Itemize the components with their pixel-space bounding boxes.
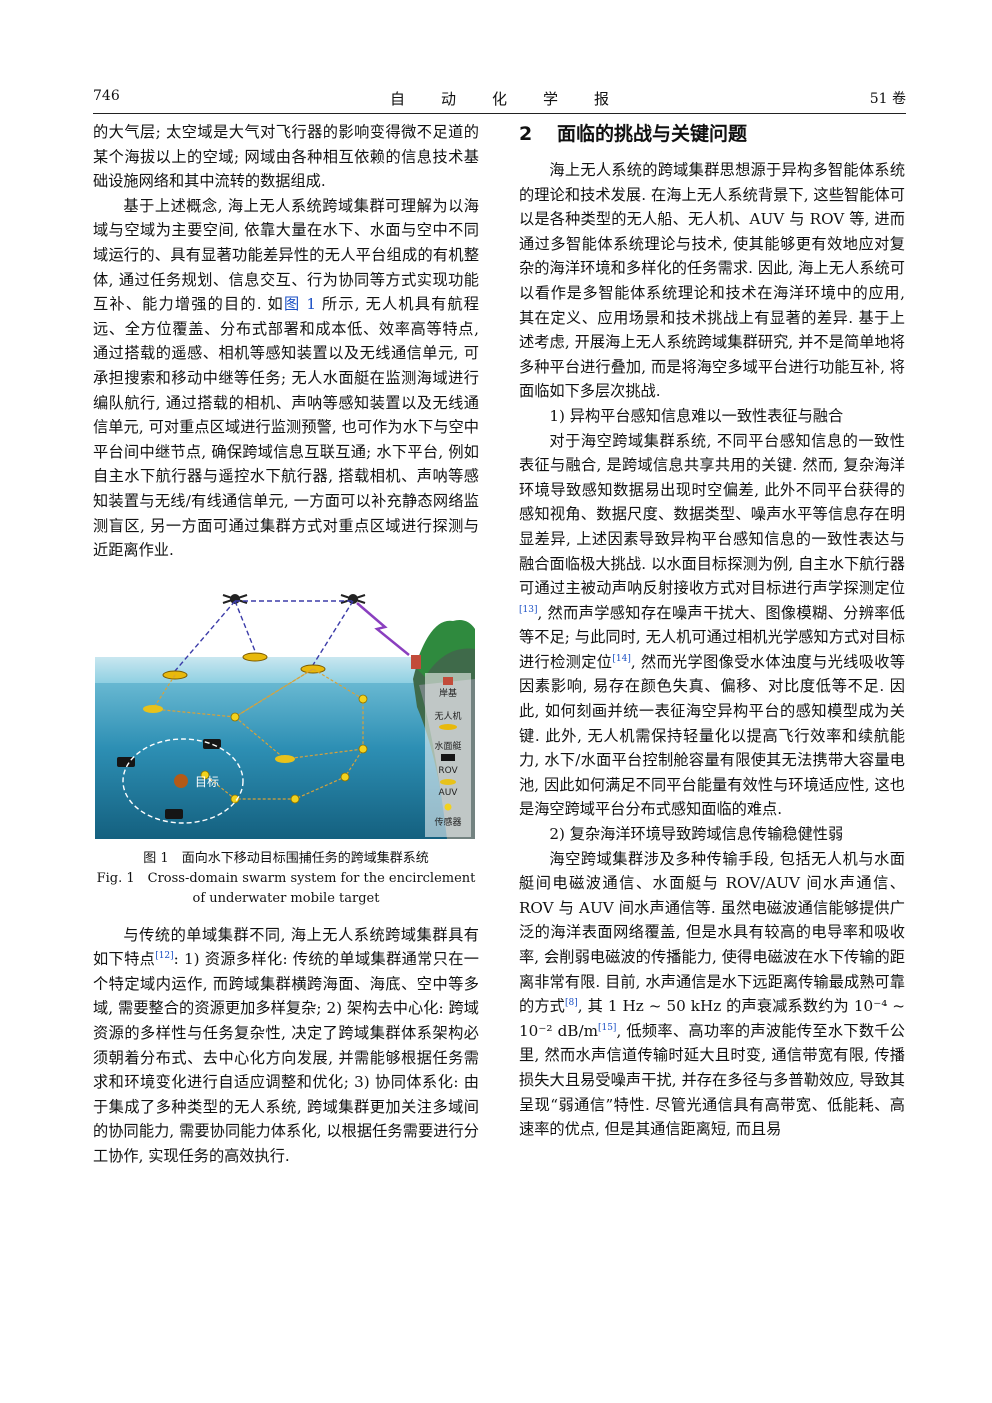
header-rule: [93, 113, 906, 114]
rov-icon: [203, 738, 221, 749]
legend-auv-icon: [440, 778, 456, 785]
underwater-network-links: [151, 667, 364, 800]
encirclement-circle: [122, 737, 244, 824]
caption-english: Fig. 1 Cross-domain swarm system for the…: [96, 870, 476, 906]
uav-icon: [340, 593, 366, 604]
legend-label: 无人机: [434, 710, 461, 722]
paragraph: 对于海空跨域集群系统, 不同平台感知信息的一致性表征与融合, 是跨域信息共享共用…: [519, 431, 906, 819]
section-title: 面临的挑战与关键问题: [557, 123, 748, 145]
paragraph: 的大气层; 太空域是大气对飞行器的影响变得微不足道的某个海拔以上的空域; 网域由…: [93, 123, 479, 191]
target-icon: [174, 773, 188, 788]
citation-link[interactable]: [15]: [597, 1022, 617, 1033]
caption-chinese: 图 1 面向水下移动目标围捕任务的跨域集群系统: [143, 850, 429, 866]
subsection-heading: 2) 复杂海洋环境导致跨域信息传输稳健性弱: [549, 825, 844, 844]
auv-icon: [275, 754, 295, 763]
paragraph: 与传统的单域集群不同, 海上无人系统跨域集群具有如下特点[12]: 1) 资源多…: [93, 925, 479, 1166]
paragraph: 海上无人系统的跨域集群思想源于异构多智能体系统的理论和技术发展. 在海上无人系统…: [519, 161, 905, 401]
citation-link[interactable]: [13]: [519, 604, 538, 615]
subsection-heading: 1) 异构平台感知信息难以一致性表征与融合: [549, 406, 844, 425]
figure-1: 目标 岸基 无人机 水面艇 ROV AUV 传感器: [93, 589, 479, 839]
page-number: 746: [93, 88, 120, 104]
shore-base-icon: [411, 654, 421, 669]
rov-icon: [117, 756, 135, 767]
rov-icon: [165, 808, 183, 819]
legend-sensor-icon: [444, 803, 452, 811]
paragraph: 海空跨域集群涉及多种传输手段, 包括无人机与水面艇间电磁波通信、水面艇与 ROV…: [519, 849, 905, 1139]
citation-link[interactable]: [14]: [612, 653, 631, 664]
sensor-nodes: [200, 694, 368, 804]
air-comm-links: [174, 599, 354, 672]
legend-rov-icon: [441, 753, 455, 761]
figure-caption: 图 1 面向水下移动目标围捕任务的跨域集群系统 Fig. 1 Cross-dom…: [93, 849, 479, 909]
citation-link[interactable]: [12]: [155, 951, 174, 962]
paragraph: 基于上述概念, 海上无人系统跨域集群可理解为以海域与空域为主要空间, 依靠大量在…: [93, 196, 479, 560]
legend-label: 传感器: [434, 816, 461, 828]
legend-label: 水面艇: [434, 740, 461, 752]
usv-icon: [242, 652, 268, 662]
volume-label: 51 卷: [869, 91, 906, 107]
legend-label: AUV: [439, 788, 459, 798]
figure-1-illustration: 目标 岸基 无人机 水面艇 ROV AUV 传感器: [95, 593, 475, 839]
figure-reference-link[interactable]: 图 1: [283, 295, 316, 314]
auv-icon: [143, 704, 163, 713]
sea-surface: [95, 656, 435, 683]
satellite-link-bolt: [356, 601, 410, 656]
sea-background: [95, 656, 475, 839]
right-column: 2 面临的挑战与关键问题 海上无人系统的跨域集群思想源于异构多智能体系统的理论和技…: [519, 120, 905, 1142]
running-header: 746 自动化学报 51 卷: [93, 88, 906, 110]
legend-usv-icon: [439, 723, 457, 730]
target-label: 目标: [195, 775, 219, 789]
legend-label: 岸基: [439, 687, 457, 699]
island-trees: [415, 619, 475, 677]
legend: 岸基 无人机 水面艇 ROV AUV 传感器: [434, 676, 462, 828]
citation-link[interactable]: [8]: [565, 998, 578, 1009]
section-heading: 2 面临的挑战与关键问题: [519, 120, 905, 156]
journal-title: 自动化学报: [389, 90, 645, 108]
legend-label: ROV: [438, 766, 458, 776]
left-column: 的大气层; 太空域是大气对飞行器的影响变得微不足道的某个海拔以上的空域; 网域由…: [93, 120, 479, 1169]
legend-shore-icon: [443, 676, 453, 685]
section-number: 2: [519, 123, 533, 145]
